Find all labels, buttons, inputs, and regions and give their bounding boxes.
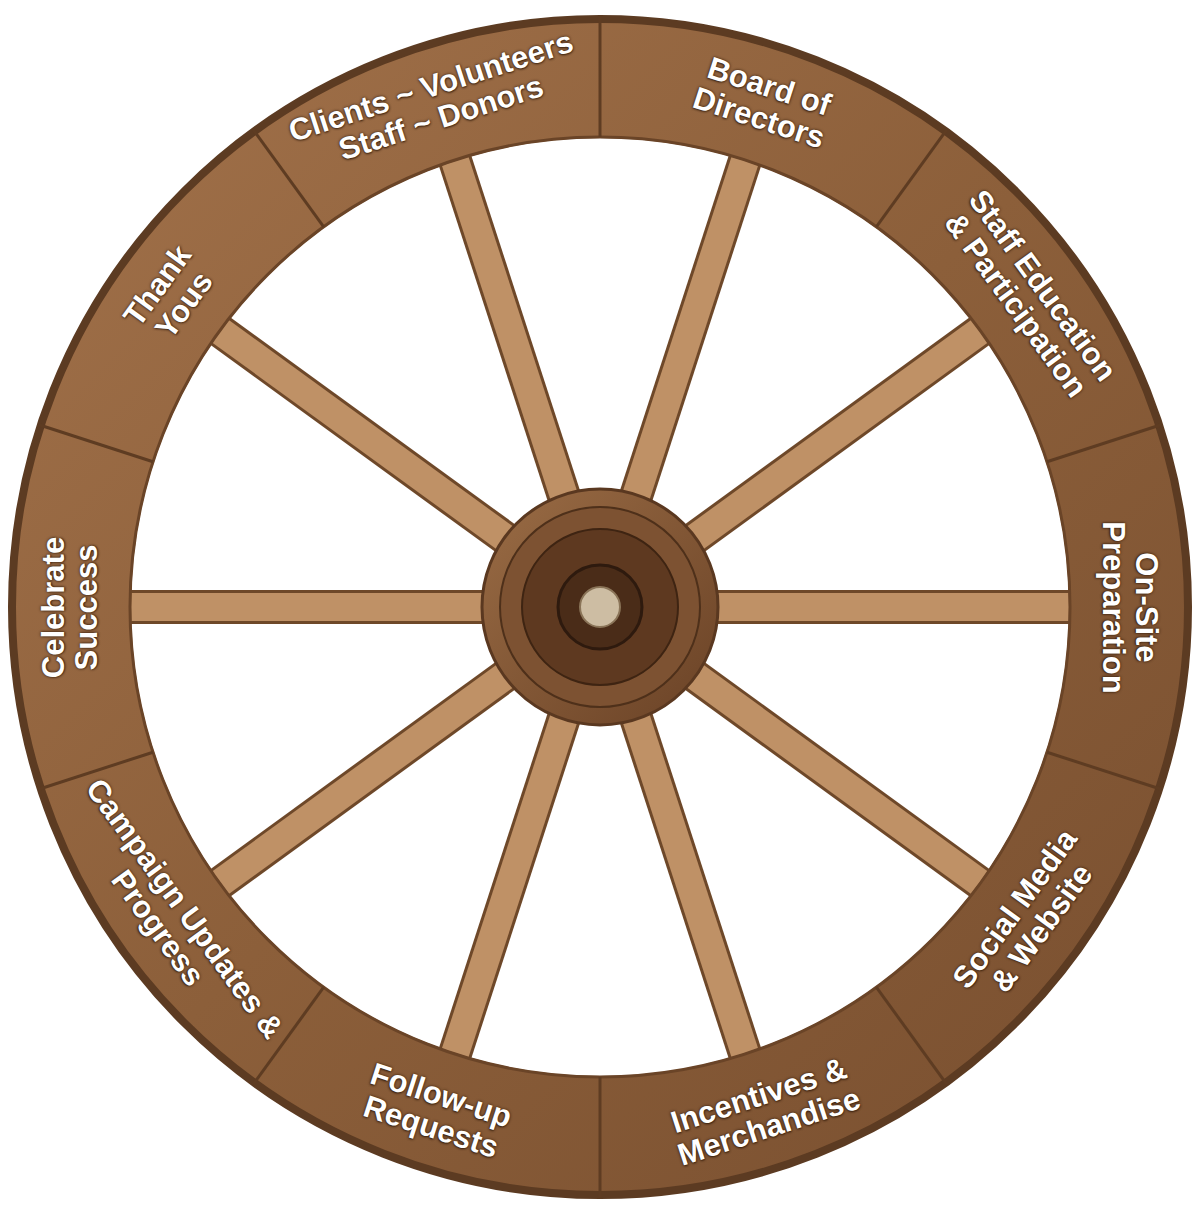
rim-inner-edge: [130, 137, 1070, 1077]
segment-label: On-Site Preparation: [1097, 511, 1164, 703]
rim-segment: On-Site Preparation: [1095, 507, 1166, 707]
segment-label: Celebrate Success: [37, 511, 104, 703]
rim-segment: Celebrate Success: [35, 507, 106, 707]
spoke-body: [128, 158, 1072, 1056]
spokes: [128, 158, 1072, 1056]
iron-tire: [12, 19, 1188, 1195]
rim-joints: [39, 17, 1161, 1197]
spoke-outline: [128, 158, 1072, 1056]
wheel-hub: [482, 489, 718, 725]
